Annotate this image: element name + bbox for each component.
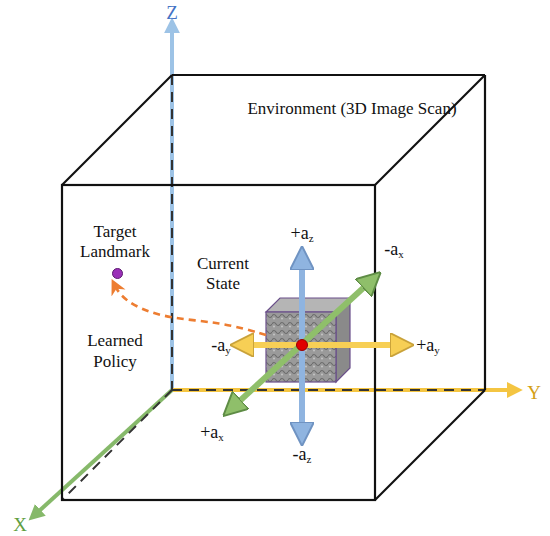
x-action-arrow [232, 280, 372, 408]
hidden-edge [62, 390, 172, 500]
agent-point [297, 340, 308, 351]
y-action-arrow [242, 342, 402, 348]
current-state-box: Current State [266, 312, 336, 382]
axis-label: Y [527, 383, 541, 402]
environment-cube [62, 75, 485, 500]
edge-label: Learned Policy [70, 330, 160, 373]
node-text: Environment (3D Image Scan) [242, 99, 462, 119]
action-label: +ay [416, 336, 440, 356]
environment-box: Environment (3D Image Scan) Target Landma… [62, 75, 485, 500]
axis-label: Z [166, 3, 178, 22]
policy-path [113, 282, 266, 335]
hidden-edge [172, 389, 485, 391]
action-label: -ax [384, 240, 403, 260]
hidden-edge [171, 75, 173, 390]
action-label: +ax [200, 423, 224, 443]
y-axis [172, 388, 510, 392]
action-label: +az [290, 224, 313, 244]
axis-label: X [13, 515, 27, 534]
action-label: -ay [211, 336, 230, 356]
node-text: Target Landmark [62, 222, 168, 263]
action-label: -az [293, 445, 312, 465]
x-axis [38, 390, 172, 512]
z-axis [170, 30, 174, 390]
node-text: Current State [186, 254, 260, 295]
target-landmark: Target Landmark [62, 222, 172, 279]
landmark-dot [112, 268, 123, 279]
